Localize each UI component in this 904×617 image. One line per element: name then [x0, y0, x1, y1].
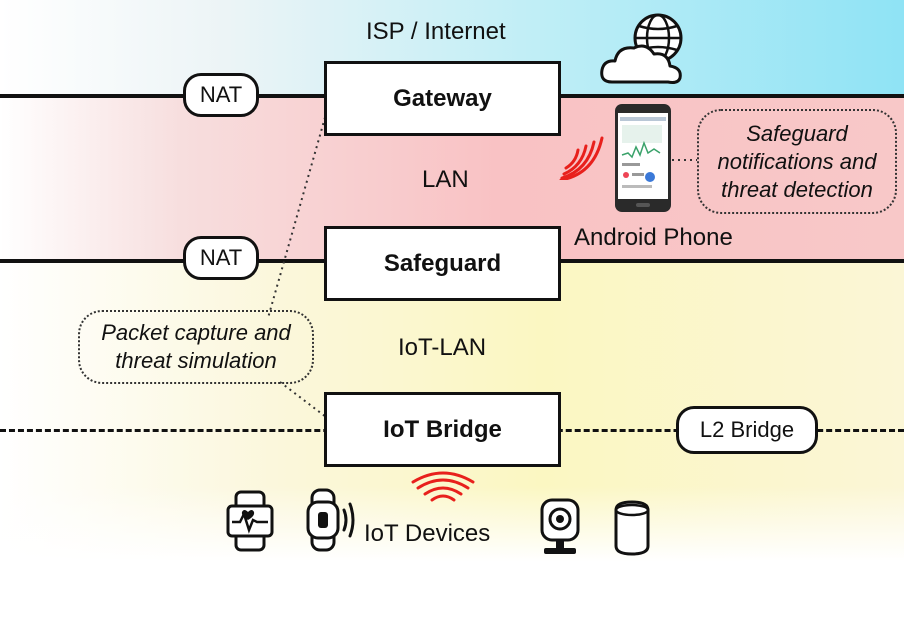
smartwatch-icon: [306, 488, 355, 552]
smartphone-icon: [615, 104, 671, 212]
packet-capture-callout: Packet capture and threat simulation: [78, 310, 314, 384]
gateway-node: Gateway: [324, 61, 561, 136]
nat-middle-pill: NAT: [183, 236, 259, 280]
iot-bridge-label: IoT Bridge: [383, 415, 502, 443]
security-camera-icon: [540, 498, 580, 554]
smart-speaker-icon: [614, 500, 650, 556]
safeguard-node: Safeguard: [324, 226, 561, 301]
iot-bridge-node: IoT Bridge: [324, 392, 561, 467]
nat-top-pill: NAT: [183, 73, 259, 117]
iot-lan-zone-label: IoT-LAN: [398, 334, 487, 361]
phone-wifi-signal-icon: [559, 136, 604, 180]
safeguard-notifications-callout: Safeguard notifications and threat detec…: [697, 109, 897, 214]
globe-icon: [600, 13, 683, 84]
cloud-icon: [600, 44, 682, 84]
lan-zone-label: LAN: [422, 166, 469, 193]
isp-zone-label: ISP / Internet: [366, 18, 506, 45]
safeguard-label: Safeguard: [383, 249, 502, 277]
nat-top-label: NAT: [199, 82, 243, 107]
l2-bridge-label: L2 Bridge: [699, 417, 795, 442]
fitness-band-icon: [226, 490, 274, 552]
iot-devices-label: IoT Devices: [364, 520, 491, 547]
packet-capture-connector: [267, 99, 331, 319]
packet-capture-bridge-connector: [279, 381, 331, 421]
android-phone-label: Android Phone: [574, 224, 733, 251]
gateway-label: Gateway: [393, 84, 492, 112]
iot-wifi-signal-icon: [411, 471, 475, 502]
nat-middle-label: NAT: [199, 245, 243, 270]
l2-bridge-pill: L2 Bridge: [676, 406, 818, 454]
